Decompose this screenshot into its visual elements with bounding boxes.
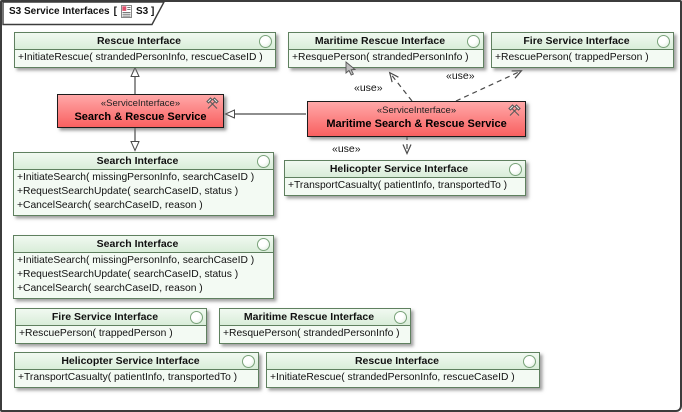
- interface-ball-icon: [523, 355, 536, 368]
- operation: +RequestSearchUpdate( searchCaseID, stat…: [17, 269, 239, 280]
- service-name: Search & Rescue Service: [74, 111, 207, 123]
- interface-title: Helicopter Service Interface: [285, 161, 525, 178]
- diagram-title: S3 Service Interfaces: [9, 6, 110, 17]
- service-block-search-rescue[interactable]: «ServiceInterface» Search & Rescue Servi…: [57, 94, 224, 128]
- use-stereotype-label: «use»: [354, 82, 383, 94]
- interface-ball-icon: [509, 163, 522, 176]
- interface-box-rescue-bottom[interactable]: Rescue Interface +InitiateRescue( strand…: [266, 352, 540, 388]
- interface-ball-icon: [259, 35, 272, 48]
- diagram-bracket: [: [113, 6, 117, 17]
- interface-box-maritime-rescue-top[interactable]: Maritime Rescue Interface +ResquePerson(…: [288, 32, 484, 68]
- interface-title: Maritime Rescue Interface: [289, 33, 483, 50]
- use-stereotype-label: «use»: [446, 70, 475, 82]
- interface-ball-icon: [394, 311, 407, 324]
- interface-box-fire-top[interactable]: Fire Service Interface +RescuePerson( tr…: [491, 32, 674, 68]
- interface-box-helicopter-bottom[interactable]: Helicopter Service Interface +TransportC…: [14, 352, 259, 388]
- operation: +CancelSearch( searchCaseID, reason ): [17, 200, 203, 211]
- operation: +InitiateSearch( missingPersonInfo, sear…: [17, 172, 255, 183]
- operation: +InitiateRescue( strandedPersonInfo, res…: [18, 52, 263, 63]
- interface-ball-icon: [467, 35, 480, 48]
- operation: +RescuePerson( trappedPerson ): [19, 328, 173, 339]
- use-edge-maritime-maritimerescue[interactable]: [390, 73, 413, 102]
- operation: +RescuePerson( trappedPerson ): [495, 52, 649, 63]
- interface-title: Rescue Interface: [15, 33, 275, 50]
- service-tools-icon: [206, 97, 219, 109]
- interface-box-helicopter-mid[interactable]: Helicopter Service Interface +TransportC…: [284, 160, 526, 196]
- interface-title: Search Interface: [14, 153, 273, 170]
- interface-ball-icon: [257, 238, 270, 251]
- operation: +InitiateSearch( missingPersonInfo, sear…: [17, 255, 255, 266]
- interface-ball-icon: [657, 35, 670, 48]
- interface-title: Rescue Interface: [267, 353, 539, 370]
- interface-box-search-1[interactable]: Search Interface +InitiateSearch( missin…: [13, 152, 274, 216]
- interface-title: Helicopter Service Interface: [15, 353, 258, 370]
- diagram-tab[interactable]: S3 Service Interfaces [ S3 ]: [9, 5, 154, 18]
- interface-title: Fire Service Interface: [492, 33, 673, 50]
- stereotype-label: «ServiceInterface»: [376, 105, 457, 116]
- mouse-cursor-icon: [345, 61, 357, 76]
- interface-title: Maritime Rescue Interface: [220, 309, 410, 326]
- interface-ball-icon: [242, 355, 255, 368]
- use-stereotype-label: «use»: [332, 143, 361, 155]
- interface-title: Fire Service Interface: [16, 309, 206, 326]
- service-tools-icon: [508, 104, 521, 116]
- interface-box-rescue-top[interactable]: Rescue Interface +InitiateRescue( strand…: [14, 32, 276, 68]
- operation: +TransportCasualty( patientInfo, transpo…: [18, 372, 238, 383]
- operation: +TransportCasualty( patientInfo, transpo…: [288, 180, 508, 191]
- interface-title: Search Interface: [14, 236, 273, 253]
- operation: +RequestSearchUpdate( searchCaseID, stat…: [17, 186, 239, 197]
- operation: +ResquePerson( strandedPersonInfo ): [223, 328, 400, 339]
- operation: +CancelSearch( searchCaseID, reason ): [17, 283, 203, 294]
- operation: +InitiateRescue( strandedPersonInfo, res…: [270, 372, 515, 383]
- service-block-maritime-search-rescue[interactable]: «ServiceInterface» Maritime Search & Res…: [307, 101, 526, 137]
- operation: +ResquePerson( strandedPersonInfo ): [292, 52, 469, 63]
- interface-box-maritime-rescue-bottom[interactable]: Maritime Rescue Interface +ResquePerson(…: [219, 308, 411, 344]
- interface-box-search-2[interactable]: Search Interface +InitiateSearch( missin…: [13, 235, 274, 299]
- diagram-type-icon: [120, 5, 132, 18]
- diagram-context-label: S3 ]: [135, 6, 155, 17]
- interface-box-fire-bottom[interactable]: Fire Service Interface +RescuePerson( tr…: [15, 308, 207, 344]
- interface-ball-icon: [257, 155, 270, 168]
- stereotype-label: «ServiceInterface»: [100, 98, 181, 109]
- interface-ball-icon: [190, 311, 203, 324]
- service-name: Maritime Search & Rescue Service: [326, 118, 507, 130]
